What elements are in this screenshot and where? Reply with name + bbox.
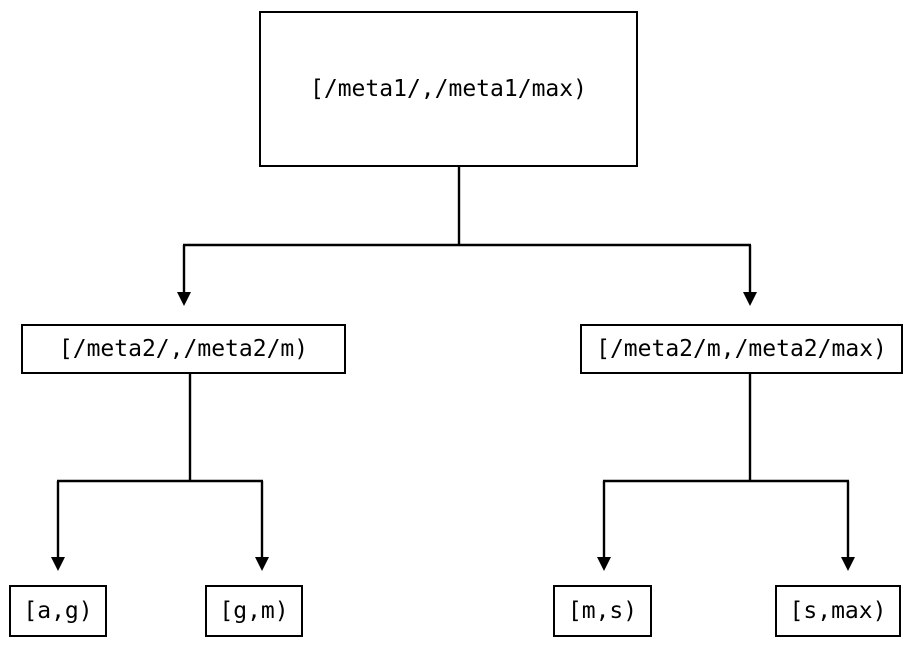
node-root[interactable]: [/meta1/,/meta1/max) bbox=[259, 11, 638, 167]
node-leaf-smax[interactable]: [s,max) bbox=[775, 585, 901, 637]
node-leaf-ag-label: [a,g) bbox=[23, 597, 93, 624]
arrowhead-to-leaf-ms-icon bbox=[597, 557, 611, 571]
node-leaf-ag[interactable]: [a,g) bbox=[9, 585, 107, 637]
edge-meta2-high-to-leaves bbox=[597, 374, 855, 571]
arrowhead-root-to-meta2-high-icon bbox=[743, 292, 757, 306]
node-meta2-low-label: [/meta2/,/meta2/m) bbox=[58, 335, 309, 362]
arrowhead-to-leaf-ag-icon bbox=[51, 557, 65, 571]
edge-meta2-low-to-leaves bbox=[51, 374, 269, 571]
node-leaf-gm-label: [g,m) bbox=[219, 597, 289, 624]
arrowhead-to-leaf-smax-icon bbox=[841, 557, 855, 571]
edge-root-to-level2 bbox=[177, 167, 757, 306]
arrowhead-to-leaf-gm-icon bbox=[255, 557, 269, 571]
arrowhead-root-to-meta2-low-icon bbox=[177, 292, 191, 306]
node-leaf-gm[interactable]: [g,m) bbox=[205, 585, 303, 637]
node-leaf-smax-label: [s,max) bbox=[789, 597, 887, 624]
node-leaf-ms-label: [m,s) bbox=[567, 597, 638, 624]
node-meta2-high-label: [/meta2/m,/meta2/max) bbox=[596, 335, 887, 362]
node-meta2-high[interactable]: [/meta2/m,/meta2/max) bbox=[580, 324, 903, 374]
node-meta2-low[interactable]: [/meta2/,/meta2/m) bbox=[21, 324, 346, 374]
node-root-label: [/meta1/,/meta1/max) bbox=[310, 75, 587, 102]
node-leaf-ms[interactable]: [m,s) bbox=[553, 585, 652, 637]
